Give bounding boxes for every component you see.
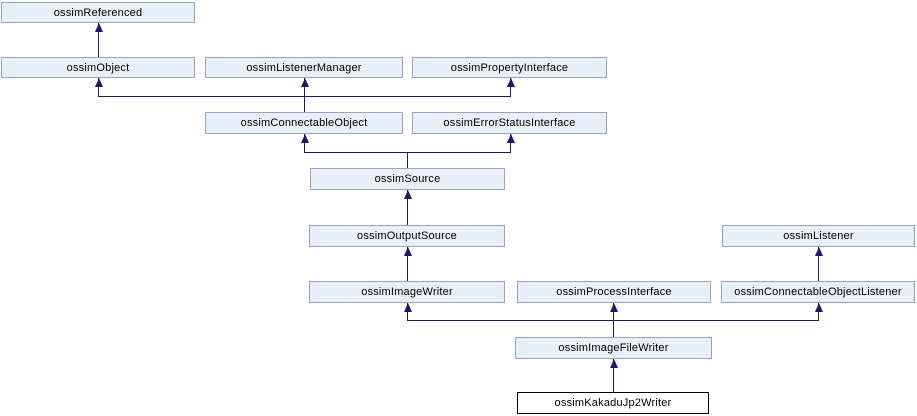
inheritance-arrowhead-icon <box>610 303 618 312</box>
class-node-label: ossimConnectableObjectListener <box>734 286 902 298</box>
class-node-ossimOutputSource[interactable]: ossimOutputSource <box>309 225 505 247</box>
class-node-ossimConnectableObjectListener[interactable]: ossimConnectableObjectListener <box>721 281 915 303</box>
inheritance-arrowhead-icon <box>301 134 309 143</box>
class-node-label: ossimErrorStatusInterface <box>443 117 576 129</box>
class-node-label: ossimListener <box>783 230 854 242</box>
class-node-ossimImageWriter[interactable]: ossimImageWriter <box>309 281 505 303</box>
inheritance-arrowhead-icon <box>610 359 618 368</box>
inheritance-arrowhead-icon <box>404 190 412 199</box>
class-node-ossimSource[interactable]: ossimSource <box>310 168 505 190</box>
inheritance-edge-line <box>407 247 408 281</box>
class-node-label: ossimSource <box>374 173 441 185</box>
class-node-label: ossimPropertyInterface <box>450 61 569 74</box>
class-node-ossimKakaduJp2Writer: ossimKakaduJp2Writer <box>517 392 709 414</box>
class-node-ossimErrorStatusInterface[interactable]: ossimErrorStatusInterface <box>412 112 607 134</box>
class-node-ossimProcessInterface[interactable]: ossimProcessInterface <box>517 281 711 303</box>
inheritance-arrowhead-icon <box>404 303 412 312</box>
inheritance-edge-line <box>304 78 305 112</box>
class-node-ossimConnectableObject[interactable]: ossimConnectableObject <box>205 112 403 134</box>
class-node-label: ossimKakaduJp2Writer <box>554 397 672 409</box>
class-node-ossimObject[interactable]: ossimObject <box>1 57 195 78</box>
class-node-label: ossimImageWriter <box>361 286 453 298</box>
inheritance-edge-line <box>304 134 305 152</box>
inheritance-edge-line <box>407 190 408 225</box>
inheritance-edge-line <box>98 78 99 96</box>
inheritance-edge-line <box>613 359 614 392</box>
class-node-label: ossimProcessInterface <box>556 286 672 298</box>
class-node-label: ossimReferenced <box>53 6 143 19</box>
class-node-label: ossimConnectableObject <box>240 117 368 129</box>
inheritance-arrowhead-icon <box>815 247 823 256</box>
inheritance-arrowhead-icon <box>95 78 103 87</box>
class-node-label: ossimOutputSource <box>357 230 457 242</box>
inheritance-arrowhead-icon <box>95 23 103 32</box>
class-node-ossimImageFileWriter[interactable]: ossimImageFileWriter <box>515 337 712 359</box>
inheritance-edge-line <box>407 152 408 168</box>
class-node-ossimListener[interactable]: ossimListener <box>722 225 915 247</box>
class-node-label: ossimImageFileWriter <box>558 342 669 354</box>
inheritance-arrowhead-icon <box>404 247 412 256</box>
class-node-ossimReferenced[interactable]: ossimReferenced <box>1 2 195 23</box>
inheritance-edge-line <box>98 23 99 57</box>
inheritance-edge-line <box>510 134 511 152</box>
inheritance-edge-line <box>510 78 511 96</box>
class-node-ossimPropertyInterface[interactable]: ossimPropertyInterface <box>412 57 607 78</box>
inheritance-arrowhead-icon <box>815 303 823 312</box>
inheritance-edge-line <box>818 247 819 281</box>
inheritance-arrowhead-icon <box>507 78 515 87</box>
class-node-label: ossimObject <box>66 61 130 74</box>
class-node-ossimListenerManager[interactable]: ossimListenerManager <box>205 57 403 78</box>
class-node-label: ossimListenerManager <box>246 61 362 74</box>
inheritance-arrowhead-icon <box>507 134 515 143</box>
inheritance-arrowhead-icon <box>301 78 309 87</box>
inheritance-edge-line <box>613 303 614 337</box>
